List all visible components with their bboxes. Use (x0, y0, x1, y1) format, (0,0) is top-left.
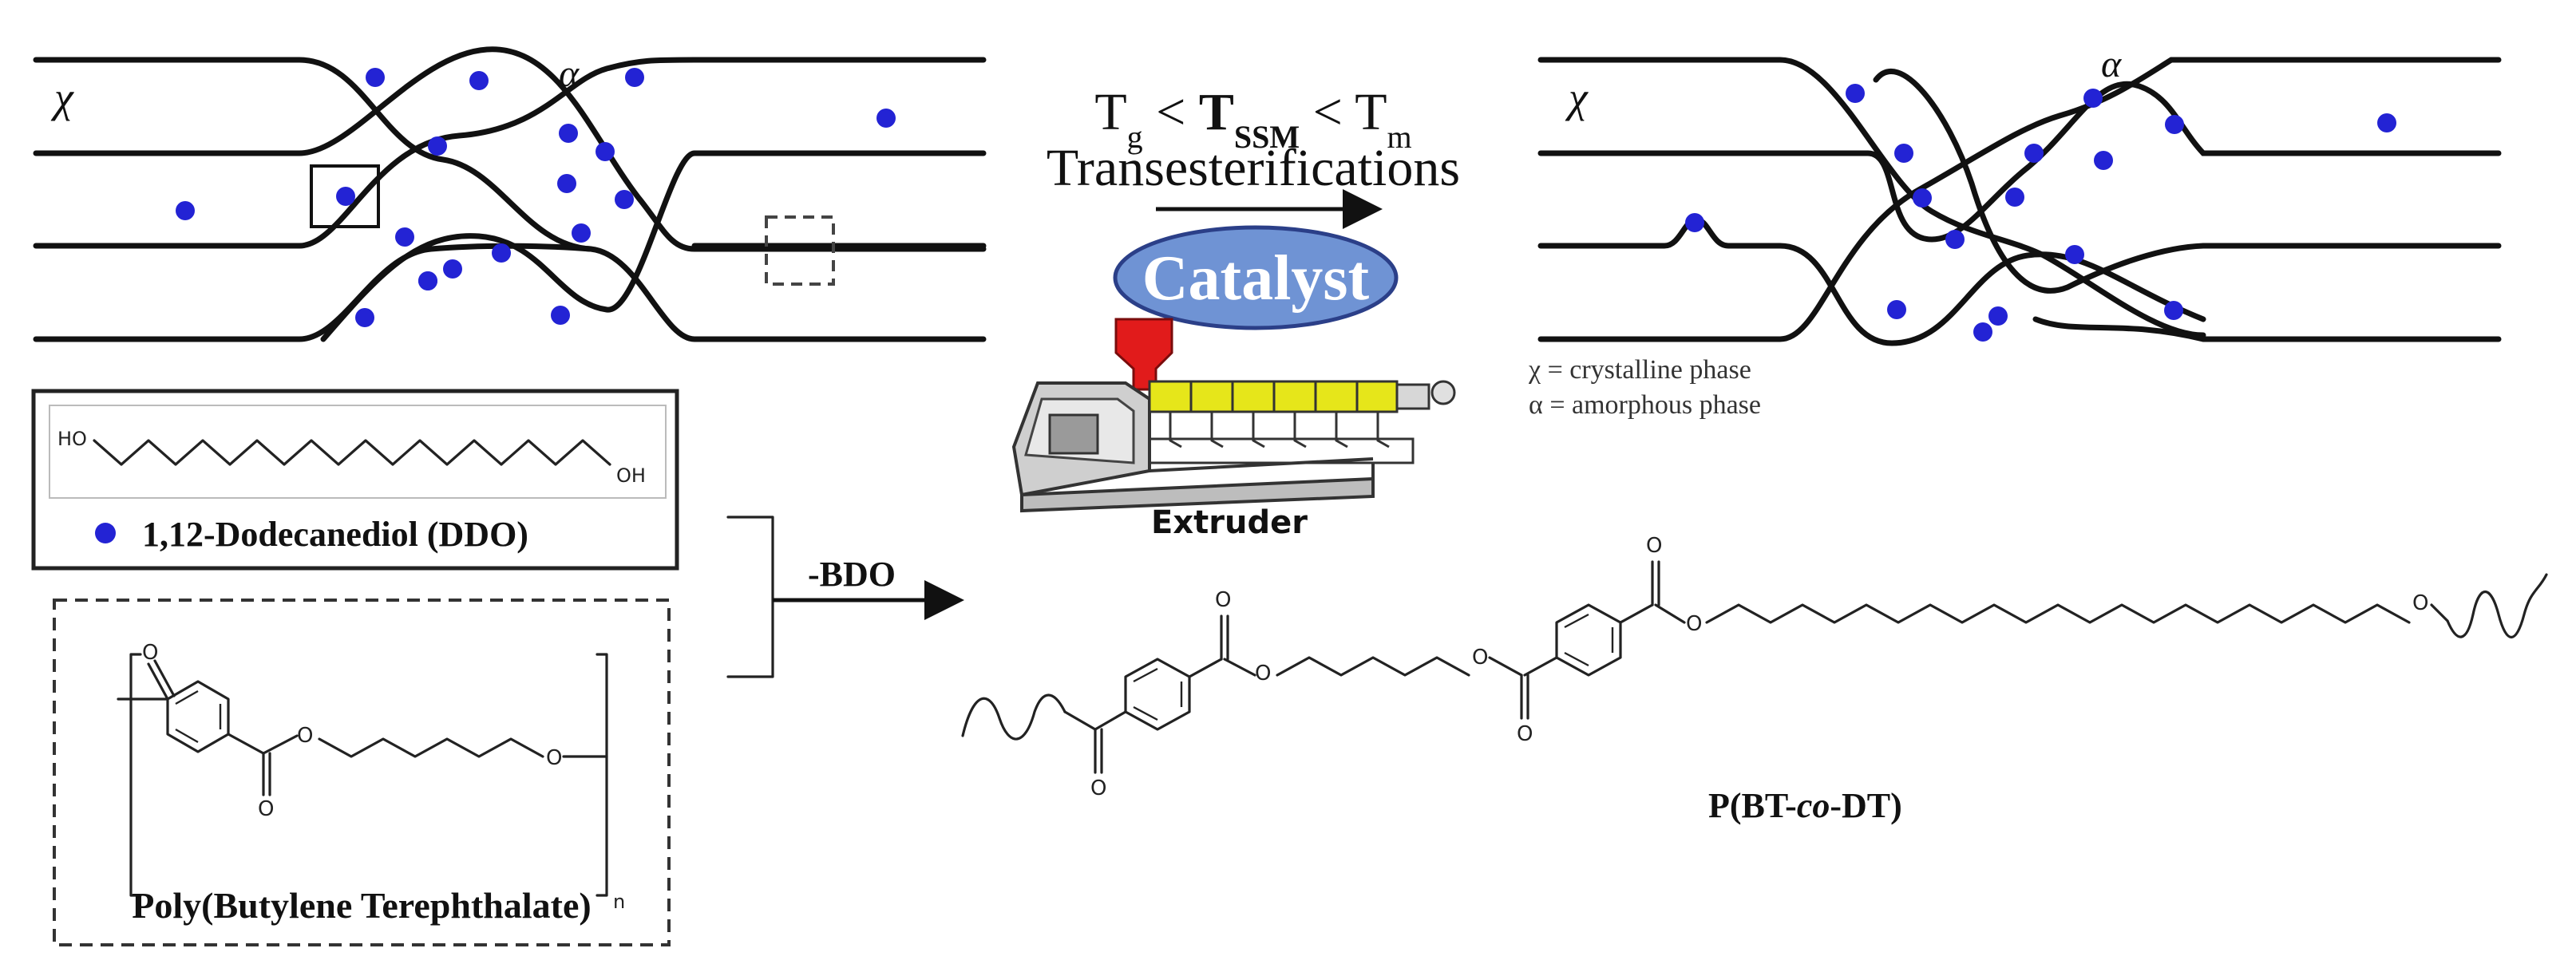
product-label: P(BT-co-DT) (1708, 786, 1902, 825)
extruder-label: Extruder (1151, 504, 1308, 541)
product-oxygen-4: O (1472, 646, 1488, 670)
extruder-hopper (1114, 318, 1173, 391)
pbt-box: n O O O O Poly(Butylene Terephthalate) (53, 599, 671, 946)
byproduct-label: -BDO (808, 555, 896, 594)
ddo-dot (2165, 115, 2184, 134)
ddo-dot (2065, 245, 2084, 264)
temperature-condition: Tg < TSSM < Tm (1094, 83, 1411, 155)
pbt-oxygen-4: O (546, 746, 562, 770)
ddo-dot (443, 259, 462, 279)
ddo-dot (572, 223, 591, 243)
ddo-dot (2083, 89, 2103, 108)
ddo-dot (876, 109, 896, 128)
process-conditions: Tg < TSSM < Tm Transesterifications (1047, 83, 1460, 229)
ddo-dot (1973, 322, 1992, 342)
ddo-dot (336, 187, 355, 206)
ddo-dot (1988, 306, 2008, 326)
right-polymer-chains (1537, 57, 2502, 346)
ddo-dot (1894, 144, 1913, 163)
pbt-oxygen-1: O (142, 641, 158, 665)
ddo-dot (469, 71, 489, 90)
ddo-dot (366, 68, 385, 87)
ddo-dots-right (1685, 84, 2396, 342)
ddo-dot (492, 243, 511, 263)
product-oxygen-6: O (1646, 534, 1662, 558)
catalyst-ellipse: Catalyst (1113, 225, 1399, 330)
pbt-oxygen-2: O (258, 797, 274, 821)
product-oxygen-1: O (1090, 776, 1106, 800)
ddo-dots-left (176, 68, 896, 327)
right-alpha-label: α (2101, 43, 2122, 85)
ddo-dot (2377, 113, 2396, 132)
ddo-structure (93, 439, 611, 466)
product-oxygen-2: O (1215, 588, 1231, 612)
crystal-defect-box (310, 164, 380, 228)
ddo-dot (2094, 151, 2113, 170)
reaction-merge: -BDO (726, 516, 964, 678)
reaction-type: Transesterifications (1047, 139, 1460, 197)
left-alpha-label: α (559, 53, 580, 95)
left-chi-label: χ (50, 73, 74, 121)
ddo-dot (1913, 188, 1932, 207)
pbt-oxygen-3: O (297, 724, 313, 748)
ddo-dot (428, 136, 447, 156)
ddo-dot (2005, 188, 2024, 207)
ddo-dot (559, 124, 578, 143)
ddo-dot (2164, 301, 2183, 320)
product-structure: O O O O O O O O (961, 534, 2548, 825)
ddo-box: HO OH 1,12-Dodecanediol (DDO) (31, 389, 679, 571)
product-oxygen-5: O (1517, 722, 1533, 746)
product-wave-left (961, 693, 1066, 741)
right-morphology-panel: χ α χ = crystalline phase α = amorphous … (1528, 43, 2502, 420)
catalyst-label: Catalyst (1142, 243, 1370, 314)
ddo-dot (551, 306, 570, 325)
ddo-dot (625, 68, 644, 87)
pbt-label: Poly(Butylene Terephthalate) (132, 885, 591, 926)
product-wave-right (2446, 573, 2548, 639)
left-morphology-panel: χ α (33, 46, 987, 342)
ddo-legend-dot (95, 523, 116, 543)
ddo-dot (176, 201, 195, 220)
ddo-dot (418, 271, 437, 290)
ddo-dot (1945, 230, 1965, 249)
ddo-label: 1,12-Dodecanediol (DDO) (142, 515, 528, 554)
ddo-dot (557, 174, 576, 193)
product-oxygen-8: O (2412, 591, 2428, 615)
left-polymer-chains (33, 46, 987, 342)
ddo-dot (1685, 213, 1704, 232)
ddo-dot (615, 190, 634, 209)
ddo-ho-group: HO (57, 428, 87, 450)
legend-crystalline: χ = crystalline phase (1528, 355, 1751, 385)
ddo-dot (2024, 144, 2044, 163)
product-oxygen-3: O (1255, 662, 1271, 686)
right-chi-label: χ (1565, 73, 1589, 121)
ddo-dot (395, 227, 414, 247)
ddo-oh-group: OH (616, 464, 646, 487)
pbt-subscript: n (613, 891, 625, 913)
legend-amorphous: α = amorphous phase (1529, 390, 1761, 420)
product-oxygen-7: O (1686, 612, 1702, 636)
ddo-dot (1887, 300, 1906, 319)
ddo-dot (355, 308, 374, 327)
extruder-illustration: Extruder (1011, 318, 1456, 541)
ddo-dot (1846, 84, 1865, 103)
amorphous-defect-box (765, 215, 835, 286)
ddo-dot (596, 142, 615, 161)
